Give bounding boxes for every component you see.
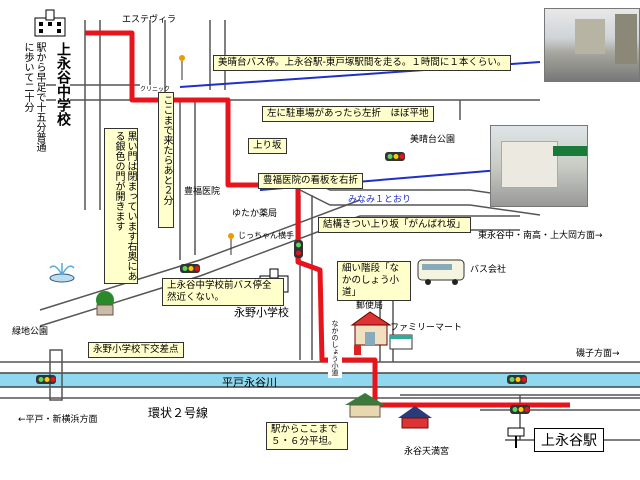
river-band bbox=[0, 373, 640, 387]
misaki-park-label: 美晴台公園 bbox=[410, 135, 456, 145]
bus-company-label: バス会社 bbox=[470, 265, 507, 275]
convenience-store-icon bbox=[389, 334, 413, 350]
station-icon bbox=[507, 427, 525, 448]
intersection-note: 永野小学校下交差点 bbox=[88, 342, 184, 358]
minami-street-label: みなみ１とおり bbox=[348, 195, 412, 205]
hirado-direction: ←平戸・新横浜方面 bbox=[18, 415, 98, 425]
from-station-note: 駅からここまで５・６分平坦。 bbox=[266, 422, 348, 450]
temple-icon bbox=[398, 406, 432, 429]
ring-road bbox=[0, 361, 640, 399]
parking-left-note: 左に駐車場があったら左折 ほぼ平地 bbox=[262, 106, 434, 122]
higashinagaya-direction: 東永谷中・南高・上大岡方面→ bbox=[478, 231, 603, 241]
yutaka-label: ゆたか薬局 bbox=[232, 209, 278, 219]
mailbox-icon bbox=[354, 345, 361, 355]
fountain-icon bbox=[49, 263, 75, 283]
post-office-icon bbox=[350, 311, 392, 346]
traffic-light bbox=[507, 375, 527, 384]
clinic-label: クリニック bbox=[140, 86, 171, 93]
post-office-label: 郵便局 bbox=[356, 301, 384, 311]
uphill-note: 上り坂 bbox=[248, 138, 287, 154]
bus-stop-note: 美晴台バス停。上永谷駅-東戸塚駅間を走る。１時間に１本くらい。 bbox=[213, 55, 512, 71]
tenmangu-label: 永谷天満宮 bbox=[404, 447, 450, 457]
school-title-label: 上永谷中学校 bbox=[55, 40, 71, 128]
photo-street bbox=[544, 8, 640, 82]
station-label: 上永谷駅 bbox=[534, 428, 604, 452]
ganbare-slope-note: 結構きつい上り坂「がんばれ坂」 bbox=[318, 217, 471, 233]
shrine-icon bbox=[345, 393, 385, 418]
gate-note: 黒い門は閉まっています右奥にある銀色の門が開きます bbox=[104, 128, 138, 284]
traffic-light bbox=[36, 375, 56, 384]
river-label: 平戸永谷川 bbox=[222, 376, 277, 389]
school-icon bbox=[34, 9, 66, 37]
walking-route bbox=[85, 30, 570, 408]
jiichan-label: じっちゃん横手 bbox=[238, 231, 294, 240]
school-bus-stop-note: 上永谷中学校前バス停全然近くない。 bbox=[162, 278, 284, 306]
traffic-light bbox=[510, 405, 530, 414]
ring-road-label: 環状２号線 bbox=[148, 406, 209, 420]
alley-note: 細い階段「なかのしょう小道」 bbox=[337, 261, 411, 301]
nagano-school-label: 永野小学校 bbox=[234, 306, 289, 319]
isogo-direction: 磯子方面→ bbox=[576, 349, 620, 359]
alley-vertical-label: なかのしょう小道 bbox=[328, 318, 342, 378]
park-icon bbox=[96, 291, 114, 316]
bus-stop-pole bbox=[179, 55, 185, 80]
familymart-label: ファミリーマート bbox=[390, 323, 463, 333]
clinic-sign-note: 豊福医院の看板を右折 bbox=[258, 173, 364, 189]
traffic-light-vertical bbox=[294, 240, 303, 258]
bus-stop-pole bbox=[228, 233, 234, 255]
toyofuku-label: 豊福医院 bbox=[184, 187, 221, 197]
estevilla-label: エステヴィラ bbox=[122, 15, 177, 25]
school-walk-note: 駅から早足で十五分普通に歩いて二十分 bbox=[20, 40, 46, 154]
traffic-light bbox=[385, 152, 405, 161]
photo-clinic bbox=[490, 125, 588, 207]
traffic-light bbox=[180, 264, 200, 273]
two-min-note: ここまで来たらあと２分 bbox=[158, 92, 174, 228]
ryokuchi-park-label: 緑地公園 bbox=[12, 327, 49, 337]
bus-icon bbox=[417, 259, 465, 285]
